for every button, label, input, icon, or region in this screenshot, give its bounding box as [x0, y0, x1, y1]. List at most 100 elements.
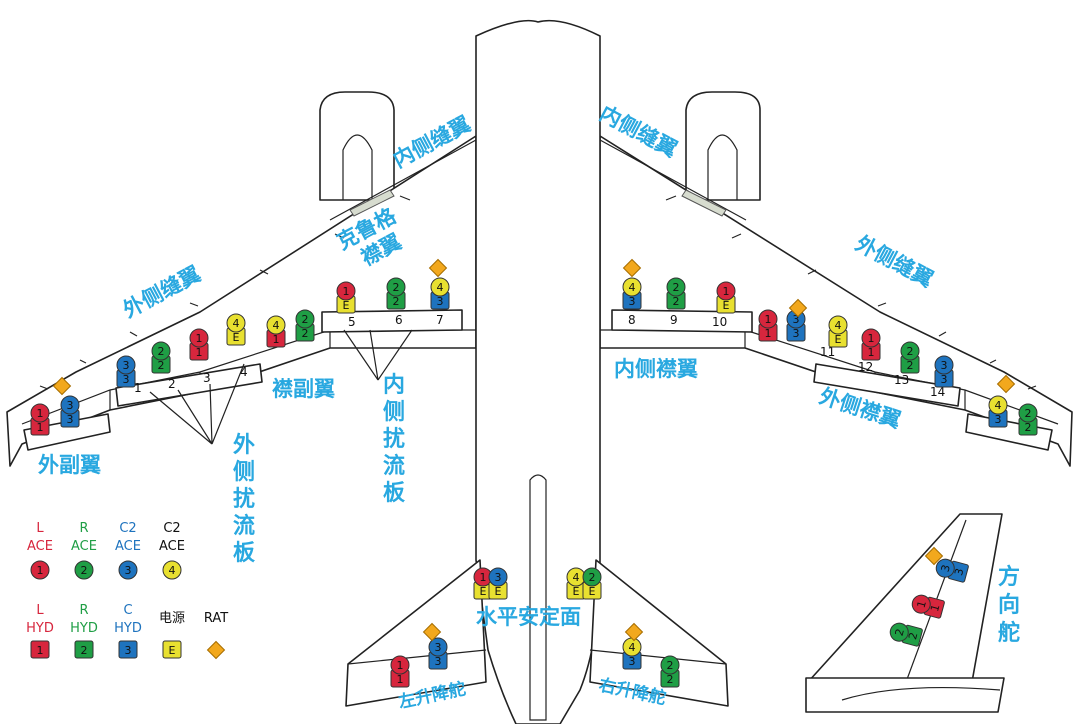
legend-hyd-line1: 电源	[159, 611, 185, 626]
ace-circle	[911, 594, 931, 614]
ace-circle	[988, 395, 1008, 415]
panel-3: 3	[203, 371, 211, 385]
panel-10: 10	[712, 315, 727, 329]
left-aileron-box	[23, 413, 111, 451]
right-outer-spoiler-strip	[813, 363, 961, 407]
left-aileron-3: 33	[60, 395, 80, 428]
hyd-square-text: E	[589, 585, 596, 598]
rudder-1: 11	[911, 594, 945, 619]
hyd-square-text: E	[835, 333, 842, 346]
ace-circle-text: 2	[158, 345, 165, 358]
ace-circle-text: 4	[273, 319, 280, 332]
ace-circle-text: 3	[495, 571, 502, 584]
hyd-square-text: E	[480, 585, 487, 598]
ace-circle	[488, 567, 508, 587]
ace-circle-text: 1	[343, 285, 350, 298]
stab-left-a: E1	[473, 567, 493, 600]
rat-left-elevator	[422, 622, 442, 642]
legend-hyd-item: 电源E	[159, 611, 185, 659]
legend-hyd-line1: R	[79, 603, 88, 618]
rudder-3: 33	[935, 558, 969, 583]
legend-ace-line1: R	[79, 521, 88, 536]
legend-ace-line2: ACE	[27, 539, 53, 554]
hyd-square-text: E	[343, 299, 350, 312]
fuselage-centerline	[529, 474, 547, 721]
right-inner-flap-label: 内侧襟翼	[614, 357, 698, 381]
ace-circle-text: 2	[589, 571, 596, 584]
ace-circle	[428, 637, 448, 657]
ace-circle-text: 4	[835, 319, 842, 332]
hyd-square-text: 3	[435, 655, 442, 668]
legend-ace-line2: ACE	[159, 539, 185, 554]
hyd-square-text: 1	[928, 603, 942, 613]
hyd-square-text: E	[573, 585, 580, 598]
ace-circle-text: 4	[995, 399, 1002, 412]
rudder-label: 方向舵	[998, 564, 1020, 646]
fin-fairing	[805, 677, 1005, 713]
left-engine	[319, 91, 395, 201]
ace-circle	[716, 281, 736, 301]
panel-7: 7	[436, 313, 444, 327]
hyd-square-text: 3	[941, 373, 948, 386]
panel-6: 6	[395, 313, 403, 327]
legend-hyd-line1: C	[123, 603, 132, 618]
ace-circle-text: 3	[939, 563, 953, 573]
hyd-square-text: 2	[302, 327, 309, 340]
hyd-square-text: E	[233, 331, 240, 344]
hyd-square-text: 3	[123, 373, 130, 386]
legend-hyd-line1: RAT	[204, 611, 228, 626]
legend: LACE1RACE2C2ACE3C2ACE4LHYD1RHYD2CHYD3电源E…	[26, 521, 228, 660]
hyd-square-text: 1	[868, 346, 875, 359]
ace-circle-text: 4	[629, 281, 636, 294]
ace-circle-text: 2	[673, 281, 680, 294]
hyd-square-text: 2	[667, 673, 674, 686]
ace-circle	[30, 403, 50, 423]
ace-circle-text: 4	[437, 281, 444, 294]
left-inner-spoiler-strip	[321, 309, 463, 333]
ace-circle-text: 2	[1025, 407, 1032, 420]
right-elevator-a: 34	[622, 637, 642, 670]
panel-14: 14	[930, 385, 945, 399]
legend-ace-line1: C2	[163, 521, 180, 536]
left-outer-slat-label: 外侧缝翼	[119, 262, 204, 323]
outer-spoiler-label: 外侧扰流板	[233, 432, 256, 566]
right-krueger-patch	[681, 189, 727, 217]
right-flaps	[600, 329, 1059, 425]
ace-circle-text: 1	[196, 332, 203, 345]
ace-circle	[60, 395, 80, 415]
left-engine-inlet	[342, 134, 373, 200]
spoiler-12-marker: 11	[861, 328, 881, 361]
hyd-square-text: 1	[196, 346, 203, 359]
hyd-square-text: 2	[907, 359, 914, 372]
rudder-2: 22	[889, 622, 923, 647]
ace-circle	[660, 655, 680, 675]
legend-ace-symbol: 4	[169, 564, 176, 577]
outer-spoiler-leader-lines	[149, 363, 245, 445]
horizontal-stabilizer-label: 水平安定面	[476, 605, 581, 629]
ace-circle-text: 2	[393, 281, 400, 294]
right-outer-slat-label: 外侧缝翼	[852, 231, 937, 292]
ace-circle-text: 1	[397, 659, 404, 672]
right-engine	[685, 91, 761, 201]
ace-circle-text: 4	[629, 641, 636, 654]
spoiler-14-marker: 33	[934, 355, 954, 388]
ace-circle-text: 1	[868, 332, 875, 345]
ace-circle	[151, 341, 171, 361]
ace-circle-text: 1	[480, 571, 487, 584]
stab-right-b: E2	[582, 567, 602, 600]
panel-2: 2	[168, 377, 176, 391]
hyd-square-text: 3	[793, 327, 800, 340]
right-slat-lines	[599, 139, 1037, 390]
panel-5: 5	[348, 315, 356, 329]
legend-hyd-line1: L	[36, 603, 44, 618]
spoiler-5-marker: E1	[336, 281, 356, 314]
hyd-square-text: 2	[158, 359, 165, 372]
legend-hyd-square	[74, 640, 94, 659]
panel-11: 11	[820, 345, 835, 359]
flaperon-left-b: 22	[295, 309, 315, 342]
hyd-square-text: E	[495, 585, 502, 598]
